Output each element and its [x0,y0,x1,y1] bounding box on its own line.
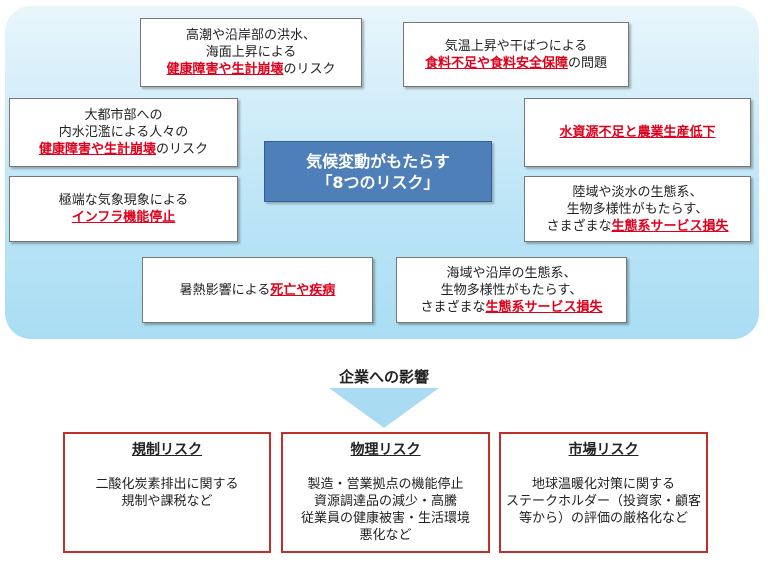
down-arrow-icon [329,388,439,428]
risk-text: のリスク [156,142,209,157]
risk-text: さまざまな [546,218,612,234]
corporate-risk-text: 資源調達品の減少・高騰 [313,494,457,509]
corporate-risk-text: ステークホルダー（投資家・顧客 [505,494,701,509]
risk-box-infrastructure: 極端な気象現象による インフラ機能停止 [9,176,238,242]
risk-box-marine-ecosystem: 海域や沿岸の生態系、 生物多様性がもたらす、 さまざまな生態系サービス損失 [396,257,627,323]
corporate-risk-regulatory: 規制リスク 二酸化炭素排出に関する 規制や課税など [63,432,271,553]
risk-text: のリスク [283,62,336,77]
risk-box-urban-flood: 大都市部への 内水氾濫による人々の 健康障害や生計崩壊のリスク [9,98,238,167]
risk-box-food: 気温上昇や干ばつによる 食料不足や食料安全保障の問題 [403,22,629,87]
corporate-risk-market: 市場リスク 地球温暖化対策に関する ステークホルダー（投資家・顧客 等から）の評… [499,432,708,553]
risk-text: 内水氾濫による人々の [58,125,189,140]
corporate-risk-text: 従業員の健康被害・生活環境 [300,511,470,526]
risk-box-water: 水資源不足と農業生産低下 [524,98,751,167]
risk-box-coastal-flood: 高潮や沿岸部の洪水、 海面上昇による 健康障害や生計崩壊のリスク [140,18,362,87]
corporate-risk-text: 製造・営業拠点の機能停止 [307,477,464,492]
risk-highlight: 水資源不足と農業生産低下 [559,125,716,140]
risk-box-heat: 暑熱影響による死亡や疾病 [142,257,373,323]
risk-highlight: 生態系サービス損失 [485,299,603,315]
risk-text: 生物多様性がもたらす、 [566,201,709,217]
risk-highlight: インフラ機能停止 [71,210,176,225]
risk-text: 大都市部への [84,108,163,123]
corporate-risk-text: 悪化など [359,528,412,543]
risk-highlight: 健康障害や生計崩壊 [38,142,156,157]
risk-highlight: 死亡や疾病 [270,282,336,298]
center-title-box: 気候変動がもたらす 「8つのリスク」 [264,141,492,202]
risk-text: 陸域や淡水の生態系、 [572,184,703,200]
corporate-risk-title: 規制リスク [132,442,202,458]
corporate-risk-title: 市場リスク [568,442,639,458]
corporate-risk-text: 等から）の評価の厳格化など [518,511,688,526]
center-title-line: 「8つのリスク」 [316,172,440,192]
risk-highlight: 食料不足や食料安全保障 [424,55,568,71]
corporate-risk-text: 規制や課税など [121,494,213,509]
risk-text: 海面上昇による [205,45,297,60]
impact-label: 企業への影響 [338,368,429,386]
risk-text: の問題 [568,55,608,71]
corporate-risk-title: 物理リスク [350,442,421,458]
risk-text: 気温上昇や干ばつによる [444,38,588,54]
risk-highlight: 生態系サービス損失 [611,218,729,234]
corporate-risk-text: 地球温暖化対策に関する [531,477,675,492]
risk-text: 極端な気象現象による [58,193,189,208]
risk-box-land-ecosystem: 陸域や淡水の生態系、 生物多様性がもたらす、 さまざまな生態系サービス損失 [524,176,751,242]
risk-text: 暑熱影響による [179,282,271,298]
corporate-risk-physical: 物理リスク 製造・営業拠点の機能停止 資源調達品の減少・高騰 従業員の健康被害・… [281,432,490,553]
risk-text: 生物多様性がもたらす、 [440,282,583,298]
risk-text: さまざまな [420,299,486,315]
center-title-line: 気候変動がもたらす [306,151,450,171]
risk-highlight: 健康障害や生計崩壊 [166,62,284,77]
risk-text: 海域や沿岸の生態系、 [446,265,577,281]
risk-text: 高潮や沿岸部の洪水、 [185,28,316,43]
corporate-risk-text: 二酸化炭素排出に関する [95,477,239,492]
